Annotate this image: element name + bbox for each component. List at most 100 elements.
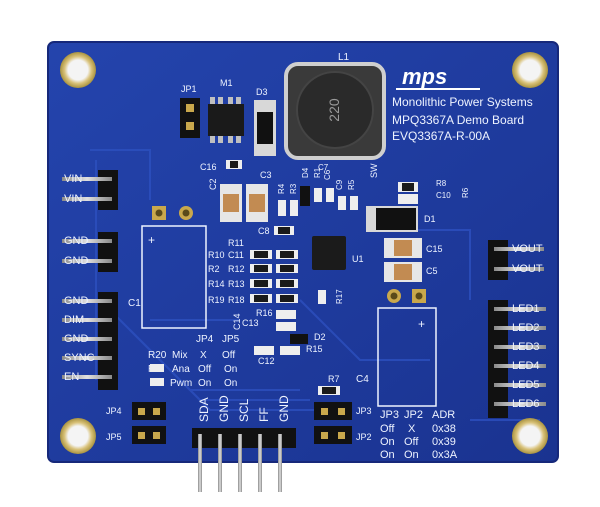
label-D4: D4 — [301, 167, 310, 178]
label-R10: R10 — [208, 250, 225, 260]
label-R19: R19 — [208, 295, 225, 305]
adr-r3-c1: On — [380, 449, 395, 461]
label-C1: C1 — [128, 298, 141, 309]
adr-col-jp2: JP2 — [404, 409, 423, 421]
capacitor-C4-outline — [377, 307, 437, 407]
adr-r2-c2: Off — [404, 436, 419, 448]
mode-row1-jp5: Off — [222, 350, 235, 361]
label-JP3: JP3 — [356, 406, 372, 416]
label-R3: R3 — [289, 183, 298, 194]
label-C2: C2 — [208, 178, 218, 190]
mode-col-jp4: JP4 — [196, 334, 214, 345]
adr-r3-c3: 0x3A — [432, 449, 458, 461]
mode-col-jp5: JP5 — [222, 334, 240, 345]
mode-row3-mode: Pwm — [170, 378, 192, 389]
label-R5: R5 — [347, 179, 356, 190]
pin-label-bottom-3: SCL — [237, 398, 251, 422]
label-JP5: JP5 — [106, 432, 122, 442]
mode-row3-jp5: On — [224, 378, 237, 389]
board-name: MPQ3367A Demo Board — [392, 113, 524, 127]
adr-r2-c1: On — [380, 436, 395, 448]
label-R6: R6 — [461, 187, 470, 198]
pin-label-control-3: GND — [64, 333, 89, 345]
label-C12: C12 — [258, 356, 275, 366]
mosfet-M1 — [208, 104, 244, 136]
pin-label-control-5: EN — [64, 371, 79, 383]
label-JP1: JP1 — [181, 84, 197, 94]
label-R17: R17 — [335, 289, 344, 304]
ic-U1 — [312, 236, 346, 270]
jumper-JP2[interactable] — [314, 426, 352, 444]
header-vin — [62, 170, 118, 210]
pin-label-bottom-1: SDA — [197, 397, 211, 422]
mode-row3-jp4: On — [198, 378, 211, 389]
mode-row2-jp4: Off — [198, 364, 211, 375]
header-gnd — [62, 232, 118, 272]
label-M1: M1 — [220, 78, 233, 88]
label-U1: U1 — [352, 254, 364, 264]
adr-col-jp3: JP3 — [380, 409, 399, 421]
svg-text:mps: mps — [402, 64, 447, 89]
pin-label-vin-1: VIN — [64, 173, 82, 185]
label-R8: R8 — [436, 179, 447, 188]
mode-row1-left: R20 — [148, 350, 167, 361]
pin-label-vout-2: VOUT — [512, 263, 543, 275]
label-R16: R16 — [256, 308, 273, 318]
part-number: EVQ3367A-R-00A — [392, 129, 490, 143]
pin-label-gnd-2: GND — [64, 255, 89, 267]
label-D1: D1 — [424, 214, 436, 224]
label-C3: C3 — [260, 170, 272, 180]
label-D3: D3 — [256, 87, 268, 97]
bottom-header-labels: SDA GND SCL FF GND — [197, 395, 291, 422]
jumper-JP4[interactable] — [132, 402, 166, 420]
adr-table: JP3 JP2 ADR Off X 0x38 On Off 0x39 On On… — [380, 409, 458, 461]
label-R4: R4 — [277, 183, 286, 194]
pin-label-vin-2: VIN — [64, 193, 82, 205]
label-JP4: JP4 — [106, 406, 122, 416]
mode-row1-jp4: X — [200, 350, 207, 361]
pcb-board — [47, 41, 559, 463]
label-R12: R12 — [228, 264, 245, 274]
label-JP2: JP2 — [356, 432, 372, 442]
mode-row2-mode: Ana — [172, 364, 190, 375]
pin-label-bottom-2: GND — [217, 395, 231, 422]
label-D2: D2 — [314, 332, 326, 342]
jumper-JP5[interactable] — [132, 426, 166, 444]
label-R14: R14 — [208, 279, 225, 289]
adr-col-adr: ADR — [432, 409, 455, 421]
label-R13: R13 — [228, 279, 245, 289]
label-C5: C5 — [426, 266, 438, 276]
vin-labels: VIN VIN — [64, 173, 82, 205]
adr-r1-c3: 0x38 — [432, 423, 456, 435]
label-C14: C14 — [232, 313, 242, 330]
label-R15: R15 — [306, 344, 323, 354]
adr-r3-c2: On — [404, 449, 419, 461]
label-C11: C11 — [228, 250, 244, 260]
label-C8: C8 — [258, 226, 270, 236]
pin-label-bottom-4: FF — [257, 407, 271, 422]
pin-label-led-2: LED2 — [512, 322, 540, 334]
label-C7: C7 — [318, 163, 329, 172]
pin-label-led-3: LED3 — [512, 341, 540, 353]
inductor-value: 220 — [326, 98, 342, 122]
pin-label-control-2: DIM — [64, 314, 84, 326]
pin-label-led-1: LED1 — [512, 303, 540, 315]
pin-label-gnd-1: GND — [64, 235, 89, 247]
jumper-JP3[interactable] — [314, 402, 352, 420]
diode-D2 — [290, 334, 308, 344]
C4-polarity: + — [418, 317, 425, 331]
pin-label-led-4: LED4 — [512, 360, 540, 372]
bottom-header-pins — [198, 434, 282, 492]
label-R1: R1 — [313, 167, 322, 178]
adr-r1-c1: Off — [380, 423, 395, 435]
pin-label-led-6: LED6 — [512, 398, 540, 410]
pin-label-control-1: GND — [64, 295, 89, 307]
label-R11: R11 — [228, 238, 244, 248]
jumper-JP1 — [180, 98, 200, 138]
pin-label-control-4: SYNC — [64, 352, 95, 364]
pin-label-bottom-5: GND — [277, 395, 291, 422]
header-control — [62, 292, 118, 390]
label-C15: C15 — [426, 244, 443, 254]
company-name: Monolithic Power Systems — [392, 95, 533, 109]
label-R2: R2 — [208, 264, 220, 274]
